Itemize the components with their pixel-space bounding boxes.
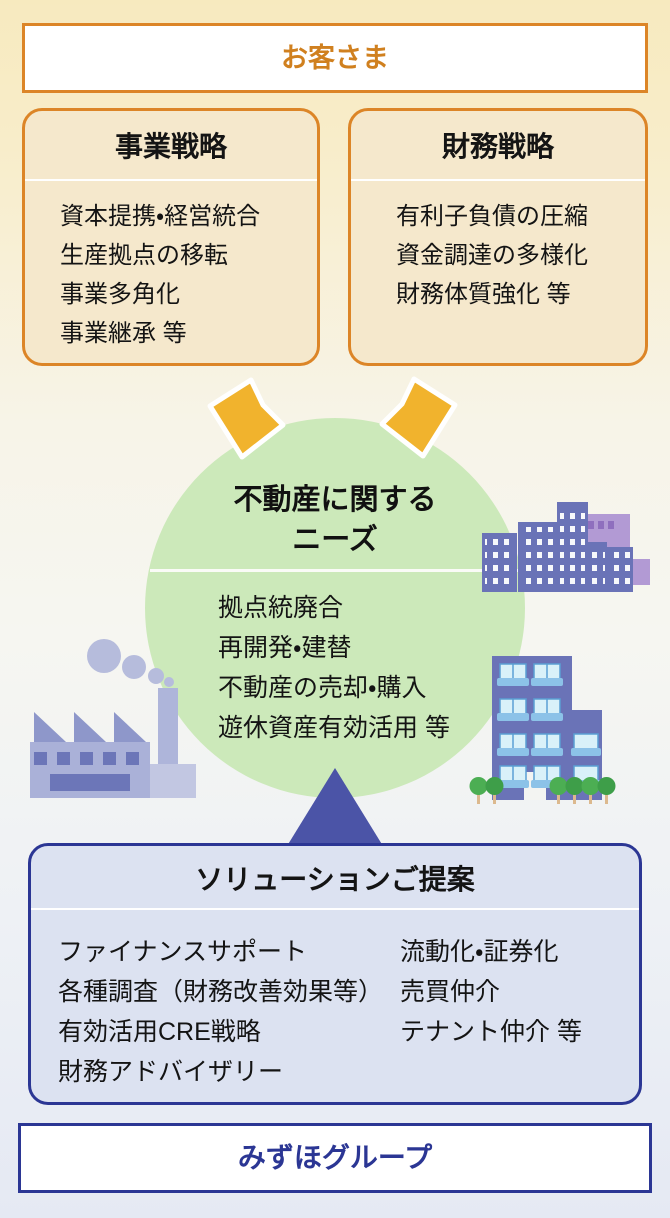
- solution-box: ソリューションご提案 ファイナンスサポート 各種調査（財務改善効果等） 有効活用…: [28, 843, 642, 1105]
- business-strategy-title: 事業戦略: [114, 131, 227, 162]
- business-strategy-box: 事業戦略 資本提携・経営統合 生産拠点の移転 事業多角化 事業継承 等: [22, 108, 320, 366]
- city-buildings-icon: [482, 502, 650, 592]
- list-item: 不動産の売却・購入: [218, 674, 427, 702]
- factory-icon: [30, 639, 196, 798]
- list-item: テナント仲介 等: [400, 1018, 582, 1046]
- list-item: 事業継承 等: [60, 320, 187, 347]
- solution-items-left: ファイナンスサポート 各種調査（財務改善効果等） 有効活用CRE戦略 財務アドバ…: [58, 932, 383, 1092]
- list-item: 流動化・証券化: [400, 938, 559, 966]
- down-arrow-icon: [207, 377, 286, 460]
- list-item: 資本提携・経営統合: [60, 203, 261, 230]
- business-strategy-items: 資本提携・経営統合 生産拠点の移転 事業多角化 事業継承 等: [60, 197, 260, 353]
- needs-title-line1: 不動産に関する: [233, 484, 437, 516]
- list-item: 資金調達の多様化: [396, 242, 588, 269]
- list-item: 有効活用CRE戦略: [58, 1018, 261, 1046]
- divider: [351, 179, 645, 181]
- apartment-building-icon: [469, 656, 616, 804]
- down-arrow-icon: [379, 376, 458, 459]
- divider: [31, 908, 639, 910]
- customer-banner: お客さま: [22, 23, 648, 93]
- list-item: ファイナンスサポート: [58, 938, 308, 966]
- list-item: 財務体質強化 等: [396, 281, 571, 308]
- financial-strategy-title: 財務戦略: [441, 131, 554, 162]
- needs-items: 拠点統廃合 再開発・建替 不動産の売却・購入 遊休資産有効活用 等: [218, 588, 450, 748]
- solution-title: ソリューションご提案: [195, 864, 475, 895]
- up-triangle-icon: [287, 768, 383, 846]
- solution-items-right: 流動化・証券化 売買仲介 テナント仲介 等: [400, 932, 582, 1052]
- list-item: 遊休資産有効活用 等: [218, 714, 450, 742]
- list-item: 再開発・建替: [218, 634, 352, 662]
- needs-title: 不動産に関する ニーズ: [145, 480, 525, 560]
- financial-strategy-items: 有利子負債の圧縮 資金調達の多様化 財務体質強化 等: [396, 197, 588, 314]
- list-item: 各種調査（財務改善効果等）: [58, 978, 384, 1006]
- financial-strategy-box: 財務戦略 有利子負債の圧縮 資金調達の多様化 財務体質強化 等: [348, 108, 648, 366]
- list-item: 事業多角化: [60, 281, 180, 308]
- list-item: 有利子負債の圧縮: [396, 203, 588, 230]
- mizuho-group-banner: みずほグループ: [18, 1123, 652, 1193]
- list-item: 拠点統廃合: [218, 594, 344, 622]
- needs-title-line2: ニーズ: [292, 524, 378, 556]
- needs-circle: 不動産に関する ニーズ: [145, 418, 525, 798]
- list-item: 生産拠点の移転: [60, 242, 228, 269]
- list-item: 財務アドバイザリー: [58, 1058, 284, 1086]
- list-item: 売買仲介: [400, 978, 501, 1006]
- divider: [25, 179, 317, 181]
- divider: [150, 569, 520, 572]
